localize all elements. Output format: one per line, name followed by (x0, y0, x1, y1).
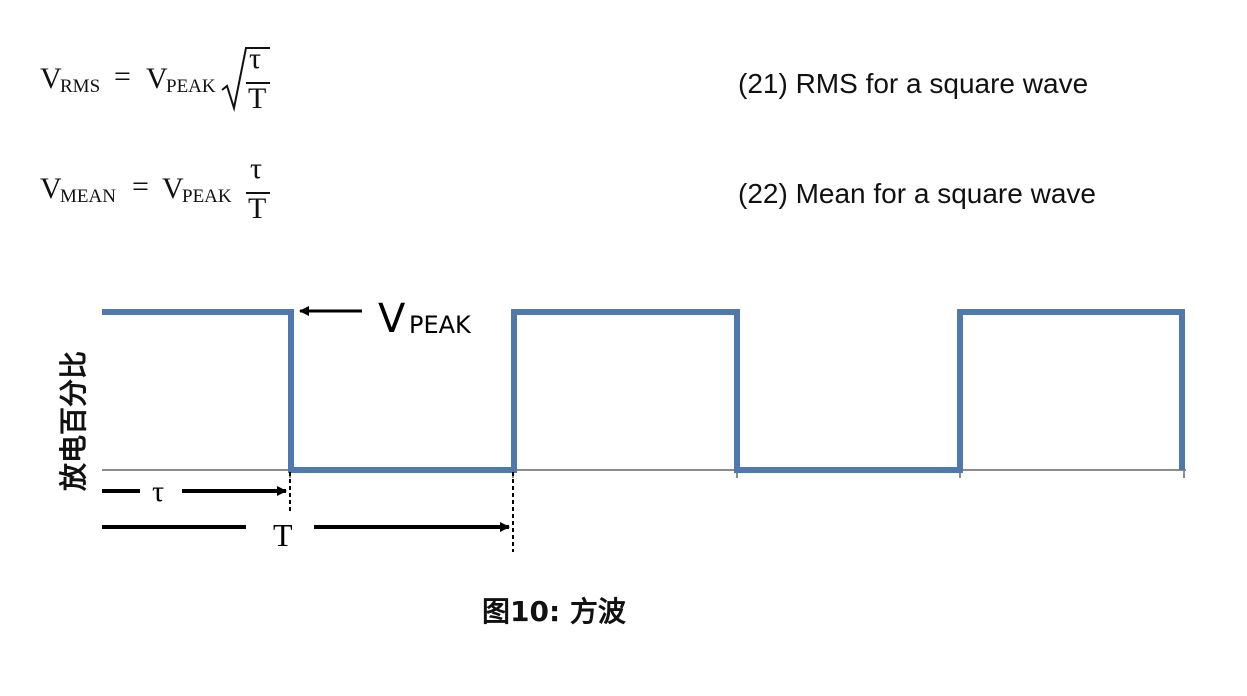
mean-fraction-bar (246, 192, 270, 194)
period-label: T (273, 517, 293, 553)
rms-description: (21) RMS for a square wave (738, 68, 1089, 99)
rms-equals: = (114, 60, 131, 93)
rms-lhs-v: V (40, 62, 62, 95)
rms-rhs-sub: PEAK (166, 76, 216, 97)
rms-equation: V RMS = V PEAK τ T (38, 42, 298, 126)
rms-denominator: T (248, 82, 267, 115)
peak-label-sub: PEAK (409, 311, 472, 339)
peak-label-v: V (378, 296, 406, 342)
rms-fraction-bar (246, 82, 270, 84)
square-wave (102, 309, 1185, 473)
mean-numerator: τ (250, 152, 263, 185)
mean-equals: = (132, 170, 149, 203)
mean-lhs-sub: MEAN (60, 186, 116, 207)
rms-lhs-sub: RMS (60, 76, 101, 97)
rms-rhs-v: V (146, 62, 168, 95)
mean-rhs-v: V (162, 172, 184, 205)
mean-lhs-v: V (40, 172, 62, 205)
mean-denominator: T (248, 192, 267, 225)
y-axis-label-text: 放电百分比 (57, 350, 90, 491)
figure-caption: 图10: 方波 (482, 595, 626, 628)
tau-label: τ (152, 475, 164, 508)
y-axis-label: 放电百分比 (48, 345, 92, 495)
rms-numerator: τ (249, 42, 262, 75)
mean-rhs-sub: PEAK (182, 186, 232, 207)
mean-equation: V MEAN = V PEAK τ T (38, 152, 298, 236)
sqrt-sign-icon (221, 47, 270, 112)
mean-description: (22) Mean for a square wave (738, 178, 1096, 209)
